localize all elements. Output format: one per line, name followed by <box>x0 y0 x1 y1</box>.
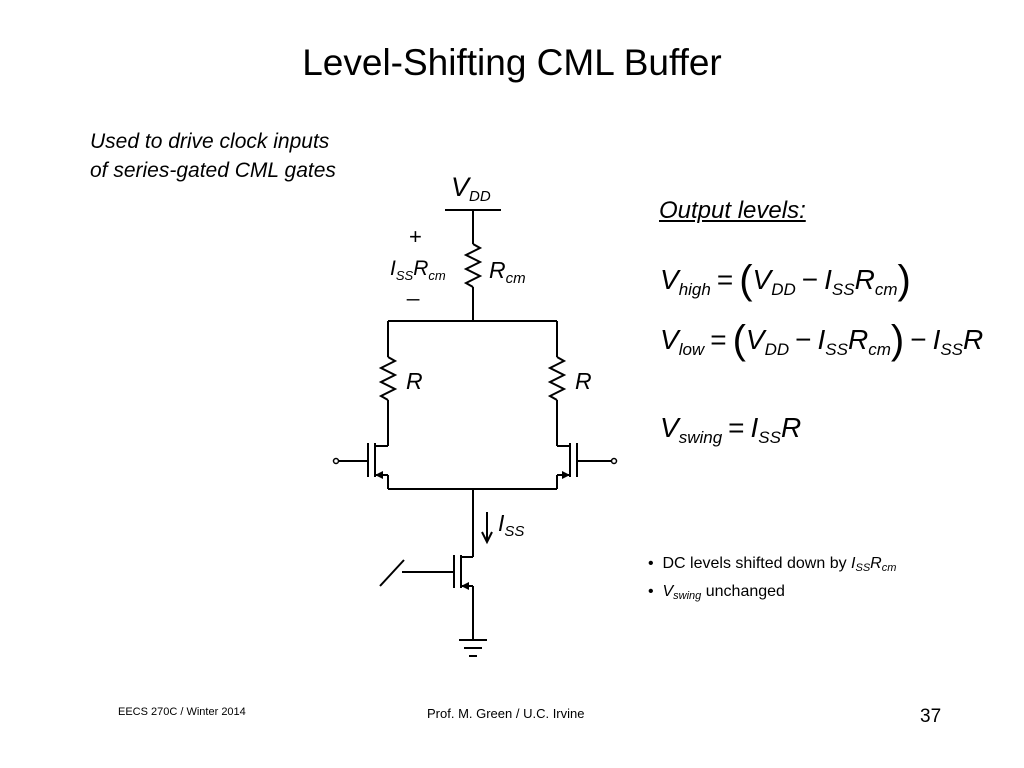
output-levels-heading: Output levels: <box>659 197 806 224</box>
slide-title: Level-Shifting CML Buffer <box>302 42 722 83</box>
vswing-equation: Vswing=ISSR <box>660 412 802 447</box>
bullet-swing-unchanged: • Vswing unchanged <box>648 583 785 602</box>
summary-bullets: • DC levels shifted down by ISSRcm • Vsw… <box>648 552 896 608</box>
left-load-resistor <box>378 356 398 401</box>
vlow-equation: Vlow=(VDD−ISSRcm)−ISSR <box>660 318 984 362</box>
page-number: 37 <box>920 706 942 727</box>
tail-current-source-transistor <box>379 555 473 590</box>
minus-sign: _ <box>407 276 420 301</box>
footer-course: EECS 270C / Winter 2014 <box>118 706 246 718</box>
slide-note: Used to drive clock inputs of series-gat… <box>90 127 336 185</box>
plus-sign: + <box>409 224 422 249</box>
ground-symbol <box>459 639 487 657</box>
note-line-2: of series-gated CML gates <box>90 159 336 182</box>
level-shift-drop-label: ISSRcm <box>390 257 446 283</box>
right-r-label: R <box>575 368 592 394</box>
bullet-dc-shift: • DC levels shifted down by ISSRcm <box>648 555 897 574</box>
iss-label: ISS <box>498 510 525 540</box>
rcm-label: Rcm <box>489 257 526 287</box>
current-arrowhead <box>481 531 493 545</box>
vhigh-equation: Vhigh=(VDD−ISSRcm) <box>660 258 911 302</box>
rcm-resistor <box>463 243 483 288</box>
vdd-label: VDD <box>451 172 491 205</box>
left-input-transistor <box>332 443 388 479</box>
note-line-1: Used to drive clock inputs <box>90 130 330 153</box>
right-input-transistor <box>557 443 618 479</box>
right-load-resistor <box>547 356 567 401</box>
left-r-label: R <box>406 368 423 394</box>
footer-author: Prof. M. Green / U.C. Irvine <box>427 706 585 721</box>
